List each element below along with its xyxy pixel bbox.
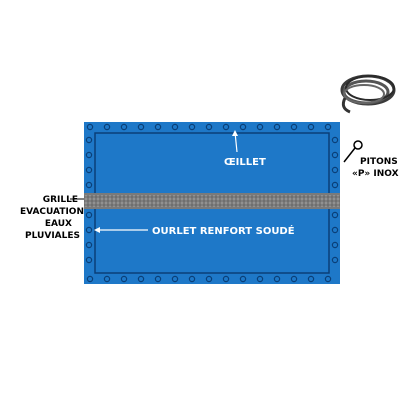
grommet-icon: [154, 275, 162, 283]
grommet-icon: [85, 226, 93, 234]
grommet-icon: [137, 275, 145, 283]
grommet-icon: [256, 123, 264, 131]
grommet-icon: [222, 275, 230, 283]
pitons-label-line1: PITONS: [360, 157, 398, 167]
grommet-icon: [85, 181, 93, 189]
grommet-icon: [331, 166, 339, 174]
grommet-icon: [307, 275, 315, 283]
grommet-icon: [120, 123, 128, 131]
grommet-icon: [331, 256, 339, 264]
grommet-icon: [85, 151, 93, 159]
grommet-icon: [273, 123, 281, 131]
rope-coil-icon: [340, 74, 396, 114]
grommet-icon: [85, 211, 93, 219]
grommet-icon: [331, 211, 339, 219]
ourlet-arrow: [94, 227, 148, 233]
grommet-icon: [205, 123, 213, 131]
grommet-row: [85, 123, 339, 283]
grommet-icon: [331, 181, 339, 189]
grommet-icon: [307, 123, 315, 131]
grommet-icon: [188, 123, 196, 131]
grommet-icon: [222, 123, 230, 131]
grille-label-line1: GRILLE: [43, 195, 78, 205]
grommet-icon: [324, 275, 332, 283]
grommet-icon: [324, 123, 332, 131]
grommet-icon: [171, 275, 179, 283]
drainage-grille: [84, 193, 340, 209]
grommet-icon: [137, 123, 145, 131]
grommet-icon: [85, 136, 93, 144]
grommet-icon: [120, 275, 128, 283]
grommet-icon: [290, 275, 298, 283]
grille-label-line4: PLUVIALES: [25, 231, 80, 241]
grommet-icon: [86, 123, 94, 131]
grommet-icon: [273, 275, 281, 283]
grommet-icon: [331, 136, 339, 144]
grommet-icon: [205, 275, 213, 283]
grommet-icon: [256, 275, 264, 283]
grommet-icon: [171, 123, 179, 131]
grille-label-line2: EVACUATION: [20, 207, 84, 217]
grommet-icon: [85, 241, 93, 249]
grille-label-line3: EAUX: [45, 219, 72, 229]
ourlet-label: OURLET RENFORT SOUDÉ: [152, 224, 295, 237]
grommet-icon: [86, 275, 94, 283]
grommet-icon: [239, 275, 247, 283]
grommet-icon: [85, 256, 93, 264]
grommet-icon: [188, 275, 196, 283]
grommet-icon: [103, 123, 111, 131]
grommet-icon: [85, 166, 93, 174]
grommet-icon: [154, 123, 162, 131]
grommet-icon: [239, 123, 247, 131]
grommet-icon: [331, 151, 339, 159]
grommet-icon: [290, 123, 298, 131]
grommet-icon: [331, 241, 339, 249]
hook-icon: [343, 140, 363, 163]
grommet-icon: [103, 275, 111, 283]
oeillet-label: ŒILLET: [224, 157, 266, 168]
grommet-icon: [331, 226, 339, 234]
pitons-label-line2: «P» INOX: [352, 169, 399, 179]
oeillet-arrow: [232, 130, 238, 153]
